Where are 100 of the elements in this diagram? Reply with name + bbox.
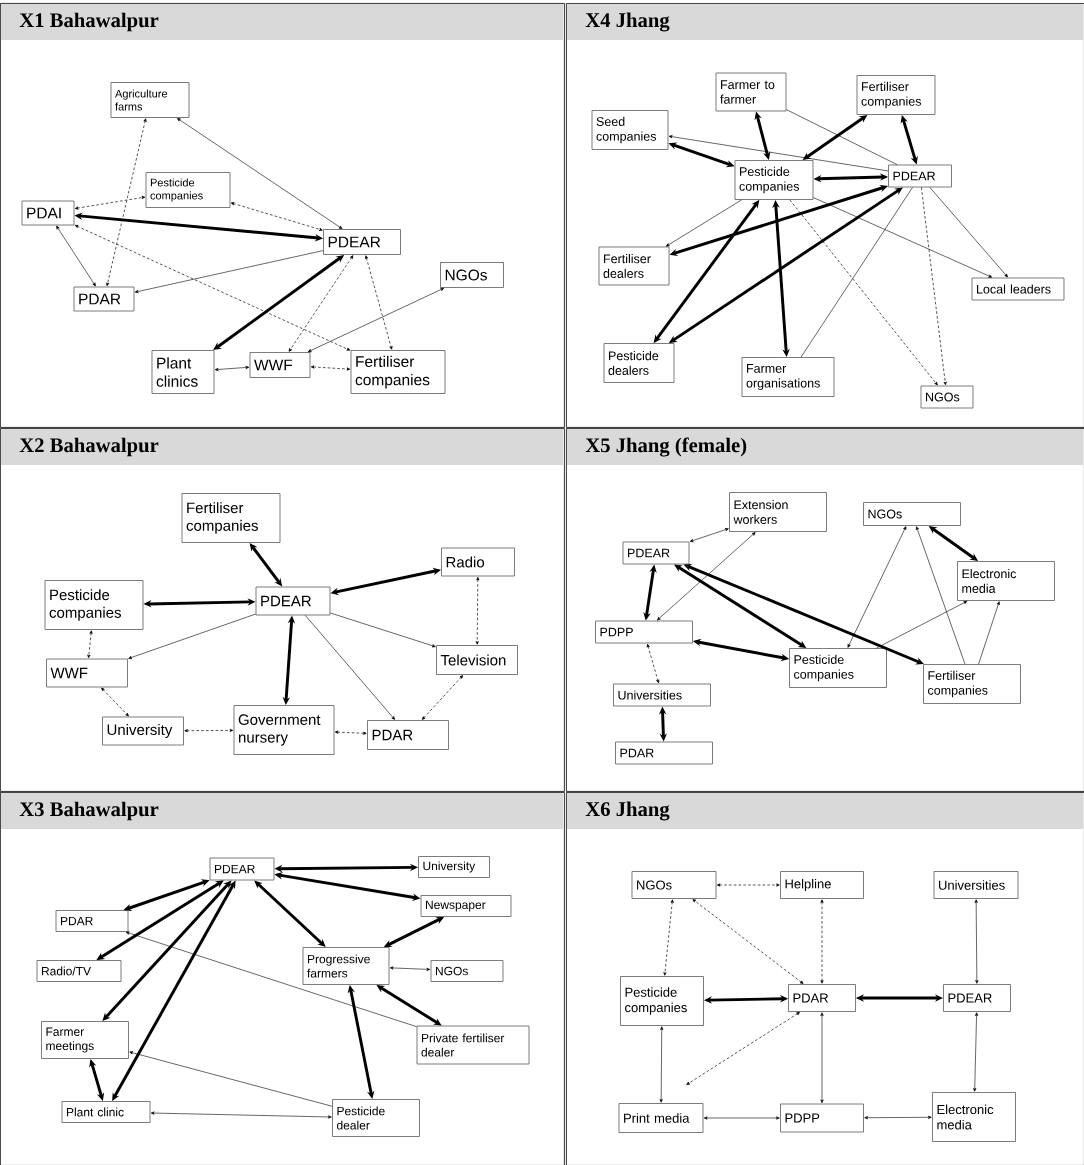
actor-box: NGOs [863,502,961,526]
actor-box: Government nursery [233,705,335,755]
arrow [101,687,129,717]
actor-box: Private fertiliser dealer [416,1025,530,1065]
actor-box: NGOs [440,262,504,288]
actor-box: Seed companies [591,110,669,150]
arrow [365,255,393,350]
arrow [847,526,907,648]
arrow [703,1116,780,1120]
actor-box: PDAR [55,910,129,932]
arrow [689,528,729,543]
arrow [230,202,323,231]
arrow [921,187,947,386]
actor-box: University [102,716,184,746]
arrow [184,728,234,733]
actor-box: Fertiliser dealers [598,246,670,286]
actor-box: Local leaders [971,277,1065,301]
actor-box: PDAI [21,200,75,226]
arrow [307,287,445,353]
arrow [389,966,431,971]
actor-box: Plant clinic [61,1101,151,1123]
actor-box: Pesticide companies [734,160,814,200]
arrow [929,187,1008,278]
actor-box: PDEAR [323,229,401,255]
actor-box: Pesticide dealers [603,343,675,383]
actor-box: Fertiliser companies [923,664,1021,704]
arrow [310,365,351,371]
actor-box: Farmer meetings [41,1021,129,1059]
actor-box: PDEAR [209,857,275,881]
actor-box: PDEAR [255,586,331,616]
arrow [789,199,938,386]
actor-box: PDEAR [888,164,952,188]
actor-box: WWF [249,352,311,378]
actor-box: NGOs [631,871,717,899]
actor-box: Electronic media [932,1092,1016,1142]
actor-box: PDEAR [622,541,690,565]
arrow [657,532,756,621]
actor-box: PDPP [595,620,693,644]
actor-box: Fertiliser companies [856,75,936,115]
actor-box: PDAR [788,984,856,1012]
arrow [974,899,979,984]
actor-box: Universities [933,871,1019,899]
actor-box: Progressive farmers [302,947,390,985]
arrow [128,613,256,659]
line [800,187,913,358]
actor-box: PDAR [73,286,135,312]
actor-box: NGOs [430,960,504,982]
actor-box: Newspaper [420,895,512,917]
arrow [820,899,824,984]
actor-box: Electronic media [957,561,1055,601]
arrow [665,199,742,247]
arrow [56,225,96,287]
arrow [876,600,968,649]
arrow [978,601,1000,665]
arrow [668,135,889,172]
arrow [820,1012,824,1104]
arrow [150,1111,332,1119]
arrow [74,225,351,351]
arrow [646,643,660,684]
actor-box: Television [436,645,518,675]
arrow [915,526,966,665]
actor-box: PDPP [780,1103,864,1133]
actor-box: Extension workers [729,492,827,532]
arrow [134,250,324,294]
arrow [305,615,396,720]
arrow [125,931,417,1027]
actor-box: Radio/TV [36,960,122,982]
arrow [87,630,93,659]
arrow [813,197,993,278]
actor-box: Farmer organisations [741,357,835,397]
arrow [686,1012,800,1085]
arrow [663,899,674,976]
actor-box: Helpline [780,871,864,899]
actor-box: Print media [618,1103,704,1133]
actor-box: Pesticide dealer [332,1099,420,1137]
arrow [74,196,146,210]
actor-box: Radio [441,547,515,577]
actor-box: Universities [613,683,711,707]
actor-box: Pesticide companies [620,976,704,1026]
actor-box: PDEAR [943,984,1011,1012]
actor-box: PDAR [615,741,713,765]
arrow [334,730,367,735]
actor-box: WWF [46,658,128,688]
actor-box: Agriculture farms [110,82,190,118]
arrow [288,255,354,352]
arrow [475,576,480,645]
actor-box: Farmer to farmer [715,72,787,112]
arrow [214,365,250,372]
arrow [129,1051,333,1107]
actor-box: Plant clinics [151,350,215,394]
actor-box: University [418,856,490,878]
arrow [421,675,464,720]
line [786,109,898,165]
actor-box: Pesticide companies [145,172,231,208]
arrow [106,118,147,287]
actor-box: Fertiliser companies [181,493,281,543]
actor-box: Fertiliser companies [350,350,446,394]
actor-box: NGOs [920,385,974,409]
arrow [973,1012,979,1092]
actor-box: Pesticide companies [44,580,144,630]
